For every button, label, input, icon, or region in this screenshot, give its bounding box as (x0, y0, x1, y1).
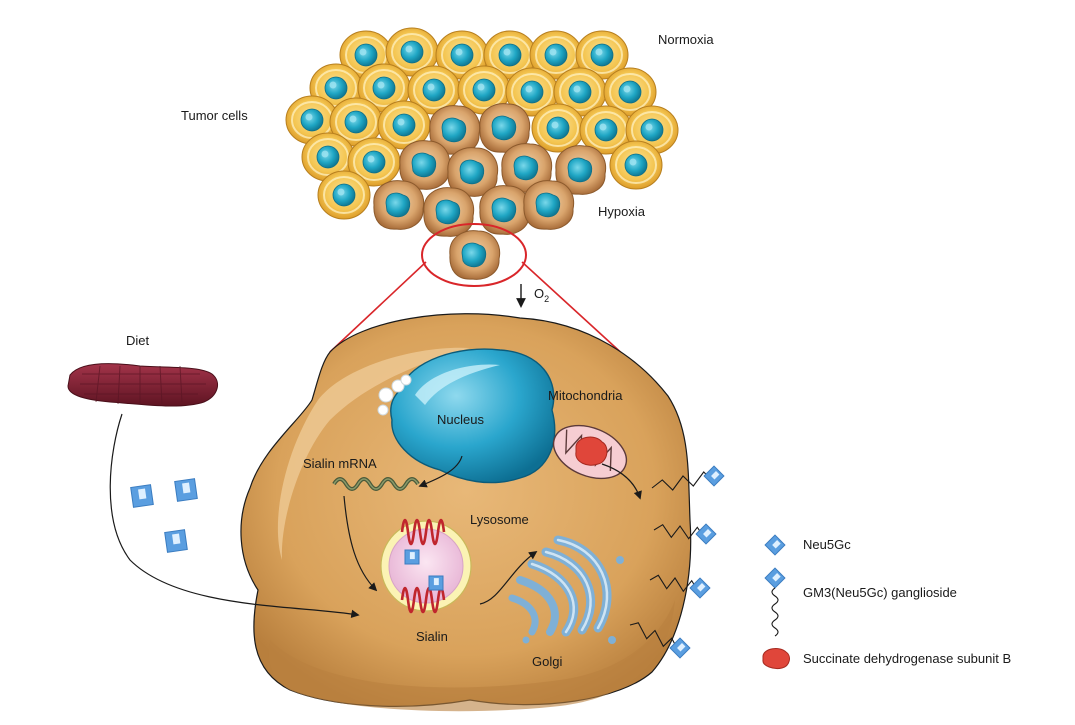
nucleus-label: Nucleus (437, 412, 484, 427)
golgi-cisterna (516, 576, 559, 636)
sdhb-icon (762, 648, 790, 669)
hypoxic-tumor-cell (523, 180, 575, 230)
nuclear-pore (378, 387, 394, 403)
normoxic-tumor-cell (609, 140, 663, 190)
neu5gc-icon (703, 465, 725, 487)
hypoxic-tumor-cell (447, 147, 499, 197)
normoxic-tumor-cell (603, 67, 657, 117)
free-neu5gc-molecules (130, 478, 444, 591)
legend-label: Neu5Gc (803, 537, 851, 552)
neu5gc-icon (689, 577, 711, 599)
hypoxic-tumor-cell (399, 140, 451, 190)
nucleus: Nucleus (377, 348, 556, 484)
nuclear-pore (391, 379, 405, 393)
neu5gc-icon (428, 575, 444, 591)
hypoxic-tumor-cell (449, 230, 501, 280)
normoxic-tumor-cell (575, 30, 629, 80)
zoom-line-left (329, 261, 427, 353)
legend-label: GM3(Neu5Gc) ganglioside (803, 585, 957, 600)
nuclear-pore (377, 404, 389, 416)
golgi-cisterna-sheen (530, 562, 575, 634)
hypoxic-tumor-cell (479, 185, 531, 235)
lysosome-lumen (388, 528, 464, 604)
normoxic-tumor-cell (579, 105, 633, 155)
normoxic-tumor-cell (529, 30, 583, 80)
golgi-cisterna (508, 594, 539, 636)
neu5gc-icon (695, 523, 717, 545)
legend-label: Succinate dehydrogenase subunit B (803, 651, 1011, 666)
tumor-cells-label: Tumor cells (181, 108, 248, 123)
normoxia-label: Normoxia (658, 32, 714, 47)
diet-meat-icon (67, 363, 219, 407)
hypoxic-tumor-cell (429, 105, 481, 155)
golgi-apparatus: Golgi (508, 535, 624, 669)
normoxic-tumor-cell (357, 63, 411, 113)
membrane-gangliosides (629, 465, 725, 659)
legend-item-sdhb: Succinate dehydrogenase subunit B (762, 648, 1011, 669)
golgi-vesicle (616, 556, 624, 564)
normoxic-tumor-cell (505, 67, 559, 117)
nuclear-pore (400, 374, 412, 386)
normoxic-tumor-cell (317, 170, 371, 220)
sialin-transporter-bottom (400, 586, 446, 614)
hypoxic-tumor-cell (555, 145, 607, 195)
neu5gc-icon (669, 637, 691, 659)
normoxic-tumor-cell (531, 103, 585, 153)
sdhb-icon (575, 436, 608, 466)
arrow-nucleus-to-mrna (418, 455, 463, 488)
hypoxic-tumor-cell (479, 103, 531, 153)
hypoxic-tumor-cell (373, 180, 425, 230)
oxygen-label: O2 (534, 286, 549, 304)
legend: Neu5Gc GM3(Neu5Gc) ganglioside Succinate… (762, 534, 1011, 669)
legend-item-ganglioside: GM3(Neu5Gc) ganglioside (764, 567, 957, 637)
sialin-transporter-top (400, 518, 446, 546)
golgi-cisterna-sheen (544, 550, 592, 632)
ganglioside-icon (764, 567, 786, 637)
diet-label: Diet (126, 333, 150, 348)
ganglioside-icon (653, 523, 717, 545)
golgi-cisterna-sheen (556, 538, 609, 630)
normoxic-tumor-cell (553, 67, 607, 117)
arrow-diet-to-lysosome (109, 413, 360, 619)
sialin-mrna-label: Sialin mRNA (303, 456, 377, 471)
arrow-mrna-to-lysosome (343, 495, 378, 592)
diet-meat: Diet (67, 333, 219, 407)
legend-item-neu5gc: Neu5Gc (764, 534, 851, 556)
cell-lower-shade (268, 600, 675, 712)
neu5gc-icon (404, 549, 420, 565)
ganglioside-icon (651, 465, 725, 491)
sialin-label: Sialin (416, 629, 448, 644)
golgi-vesicle (608, 636, 616, 644)
neu5gc-icon (174, 478, 198, 502)
arrow-lysosome-to-golgi (479, 551, 538, 605)
normoxic-tumor-cell (407, 65, 461, 115)
ganglioside-icon (649, 574, 711, 599)
diet-meat-texture (80, 365, 206, 405)
normoxic-tumor-cell (457, 65, 511, 115)
neu5gc-icon (764, 534, 786, 556)
arrow-mitochondria-to-membrane (601, 463, 642, 500)
ganglioside-icon (629, 622, 691, 659)
neu5gc-icon (130, 484, 154, 508)
golgi-vesicle (522, 636, 530, 644)
tumor-cell-cluster (285, 27, 679, 280)
normoxic-tumor-cell (329, 97, 383, 147)
lysosome-label: Lysosome (470, 512, 529, 527)
lysosome: Lysosome Sialin (380, 512, 529, 644)
golgi-label: Golgi (532, 654, 562, 669)
nucleus-sheen (415, 364, 500, 405)
mitochondria-label: Mitochondria (548, 388, 623, 403)
hypoxia-label: Hypoxia (598, 204, 646, 219)
hypoxic-cell-highlight-circle (421, 223, 527, 287)
sialin-mrna-strand-highlight (333, 478, 419, 490)
cell-inner-highlight (277, 347, 470, 560)
neu5gc-icon (164, 529, 188, 553)
hypoxic-tumor-cell (423, 187, 475, 237)
